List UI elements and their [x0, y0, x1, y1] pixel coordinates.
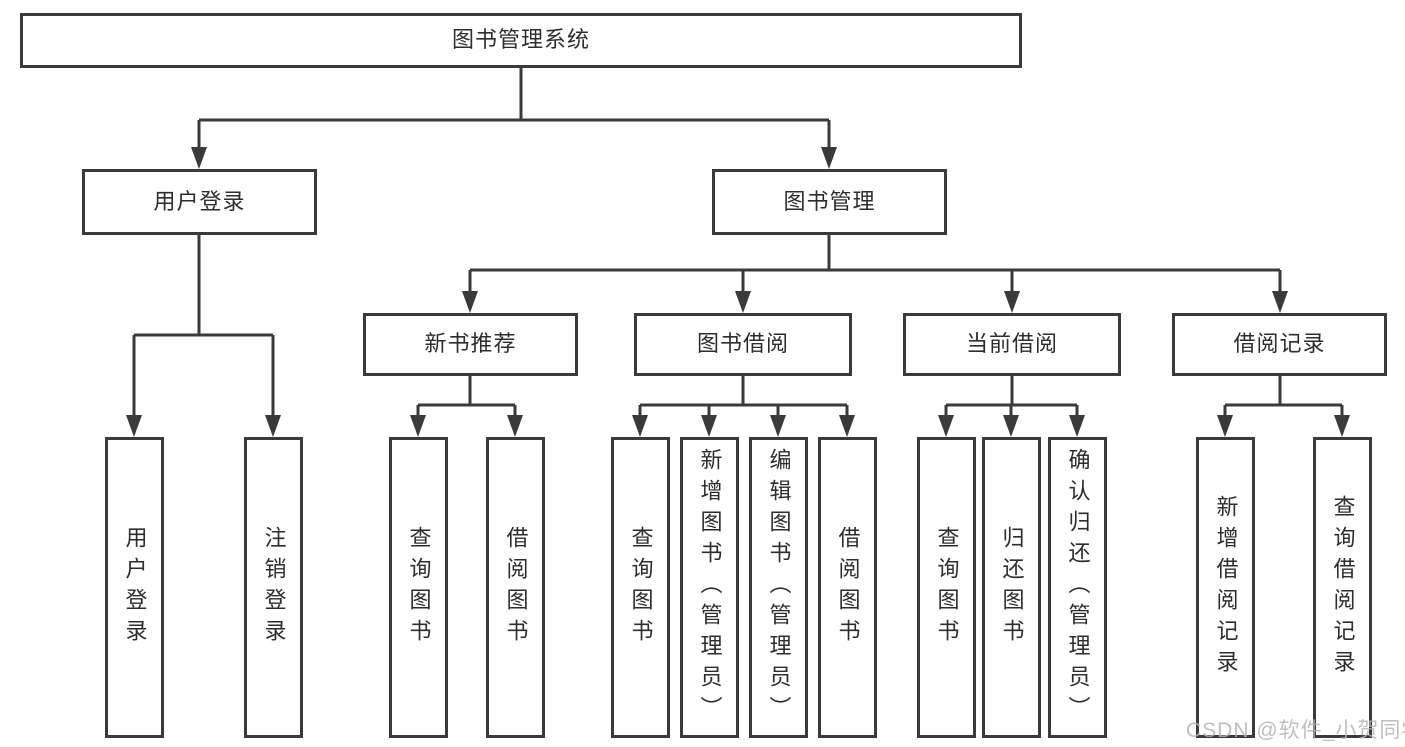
- leaf-recommend-borrow-books: 借阅图书: [486, 437, 545, 738]
- node-borrowing-records: 借阅记录: [1172, 313, 1387, 376]
- leaf-add-borrow-record-label: 新增借阅记录: [1213, 494, 1239, 681]
- leaf-confirm-return-admin: 确认归还（管理员）: [1048, 437, 1107, 738]
- leaf-add-borrow-record: 新增借阅记录: [1196, 437, 1255, 738]
- node-user-login-label: 用户登录: [153, 188, 246, 214]
- node-user-login: 用户登录: [82, 169, 317, 235]
- leaf-borrow-query-books: 查询图书: [611, 437, 670, 738]
- leaf-edit-book-admin: 编辑图书（管理员）: [749, 437, 808, 738]
- leaf-borrow-books-label: 借阅图书: [835, 525, 861, 650]
- leaf-user-login-label: 用户登录: [122, 525, 148, 650]
- leaf-return-book: 归还图书: [982, 437, 1041, 738]
- leaf-current-query-books-label: 查询图书: [934, 525, 960, 650]
- leaf-recommend-query-books: 查询图书: [389, 437, 448, 738]
- leaf-recommend-borrow-books-label: 借阅图书: [503, 525, 529, 650]
- node-new-book-recommendation: 新书推荐: [363, 313, 578, 376]
- leaf-recommend-query-books-label: 查询图书: [406, 525, 432, 650]
- leaf-query-borrow-record: 查询借阅记录: [1313, 437, 1372, 738]
- leaf-logout: 注销登录: [244, 437, 303, 738]
- leaf-query-borrow-record-label: 查询借阅记录: [1330, 494, 1356, 681]
- leaf-logout-label: 注销登录: [261, 525, 287, 650]
- leaf-return-book-label: 归还图书: [999, 525, 1025, 650]
- node-borrowing-records-label: 借阅记录: [1233, 331, 1326, 357]
- node-book-management-label: 图书管理: [783, 188, 876, 214]
- leaf-edit-book-admin-label: 编辑图书（管理员）: [766, 448, 792, 727]
- node-book-borrowing-label: 图书借阅: [696, 331, 789, 357]
- node-root-label: 图书管理系统: [451, 27, 590, 53]
- arrowheads: [126, 147, 1350, 437]
- node-book-borrowing: 图书借阅: [634, 313, 852, 376]
- node-current-borrowing: 当前借阅: [903, 313, 1121, 376]
- leaf-user-login: 用户登录: [105, 437, 164, 738]
- leaf-confirm-return-admin-label: 确认归还（管理员）: [1065, 448, 1091, 727]
- leaf-add-book-admin-label: 新增图书（管理员）: [697, 448, 723, 727]
- leaf-add-book-admin: 新增图书（管理员）: [680, 437, 739, 738]
- node-book-management: 图书管理: [712, 169, 947, 235]
- leaf-borrow-query-books-label: 查询图书: [628, 525, 654, 650]
- node-current-borrowing-label: 当前借阅: [965, 331, 1058, 357]
- node-root: 图书管理系统: [20, 13, 1022, 68]
- leaf-current-query-books: 查询图书: [917, 437, 976, 738]
- node-new-book-recommendation-label: 新书推荐: [424, 331, 517, 357]
- csdn-watermark: CSDN @软件_小贺同学: [1186, 719, 1405, 742]
- leaf-borrow-books: 借阅图书: [818, 437, 877, 738]
- connector-stems: [132, 68, 1344, 418]
